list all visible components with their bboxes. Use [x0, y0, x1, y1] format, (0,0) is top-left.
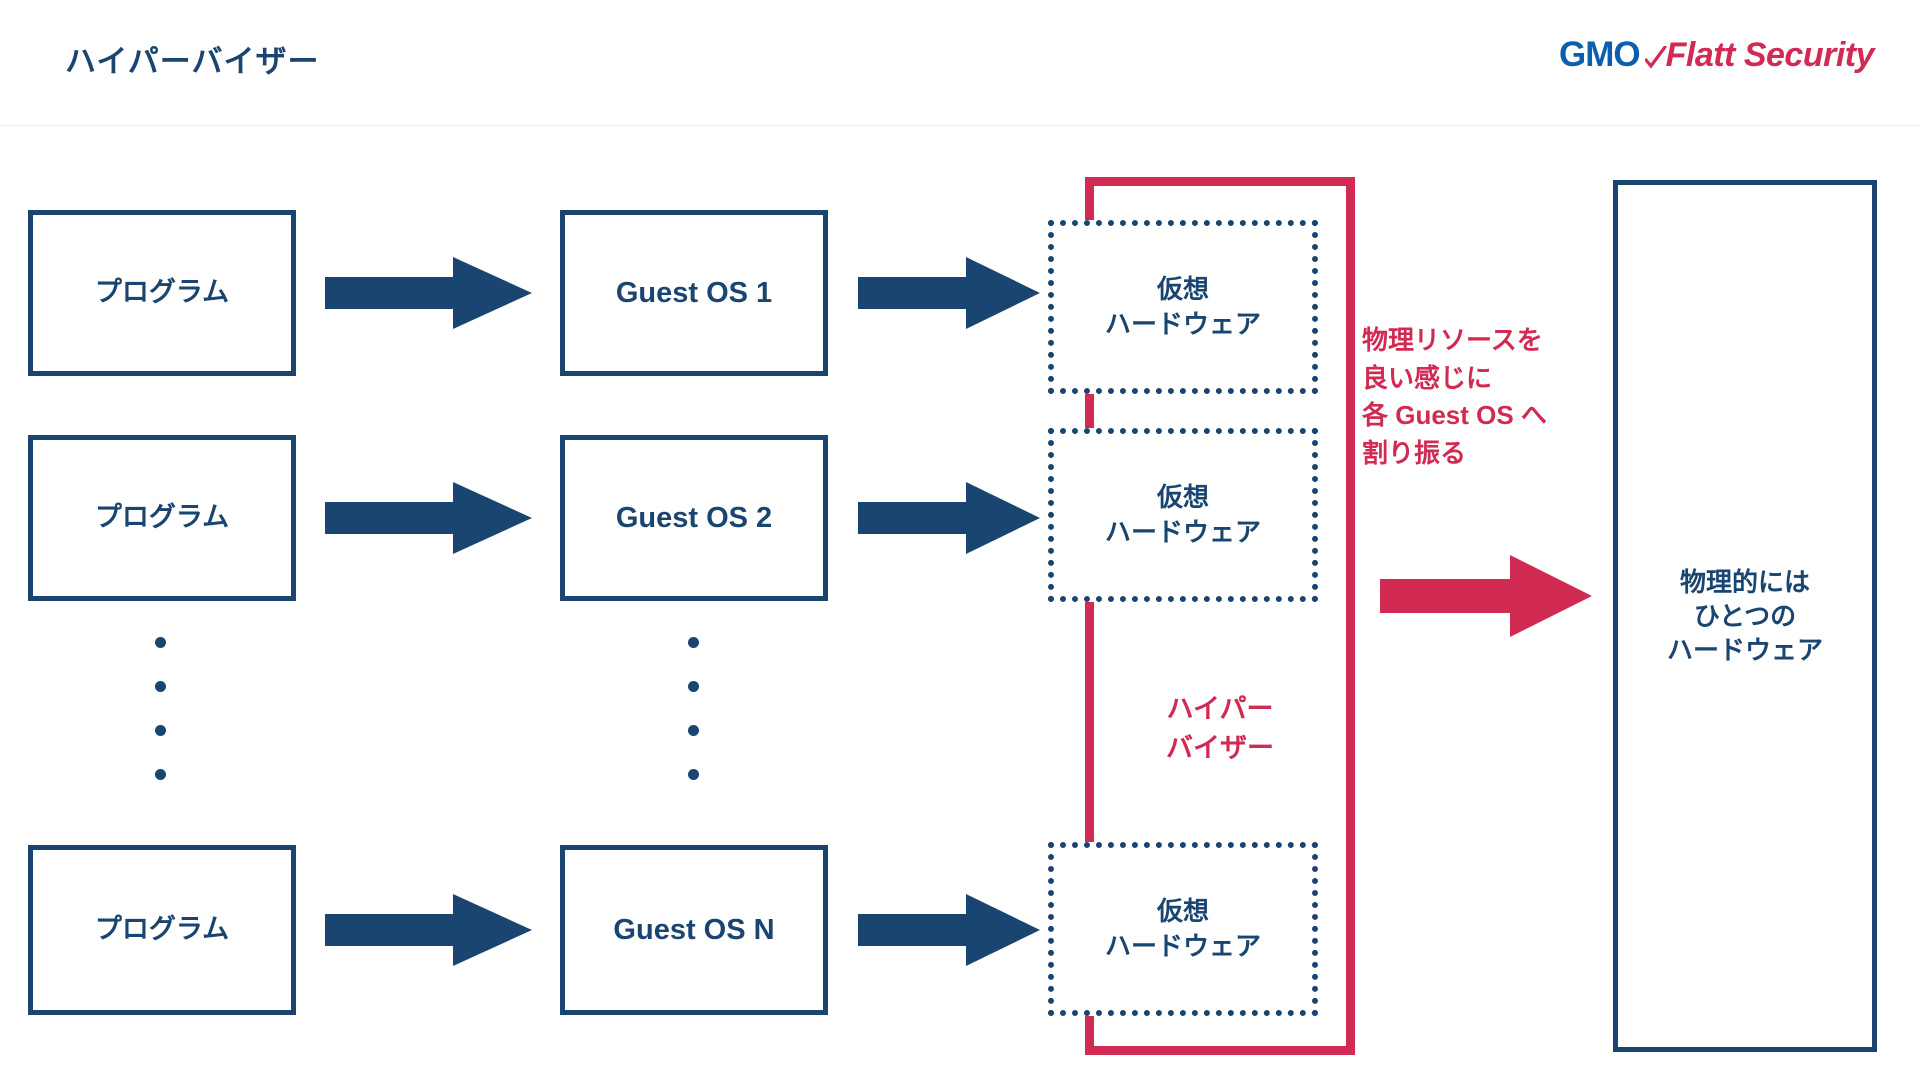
allocation-arrow-icon	[1380, 555, 1592, 637]
guest-os-box-label: Guest OS 2	[615, 501, 773, 534]
hypervisor-label: ハイパー バイザー	[1166, 694, 1274, 764]
ellipsis-dot	[155, 637, 166, 648]
virtual-hardware-box-3: 仮想 ハードウェア	[1048, 842, 1318, 1016]
vertical-ellipsis-icon-programs	[155, 637, 166, 780]
program-box-1: プログラム	[28, 210, 296, 376]
page-title: ハイパーバイザー	[65, 44, 320, 79]
program-box-2: プログラム	[28, 435, 296, 601]
guest-os-box-label: Guest OS N	[613, 913, 775, 946]
arrow-guest-to-vhw-1	[858, 257, 1040, 329]
virtual-hardware-box-1: 仮想 ハードウェア	[1048, 220, 1318, 394]
hypervisor-frame	[1085, 177, 1355, 1055]
virtual-hardware-box-label: 仮想 ハードウェア	[1104, 896, 1261, 961]
check-icon	[1644, 40, 1667, 70]
program-box-label: プログラム	[94, 502, 230, 533]
ellipsis-dot	[688, 725, 699, 736]
ellipsis-dot	[688, 769, 699, 780]
guest-os-box-label: Guest OS 1	[615, 276, 773, 309]
ellipsis-dot	[688, 681, 699, 692]
ellipsis-dot	[155, 681, 166, 692]
arrow-program-to-guest-2	[325, 482, 532, 554]
virtual-hardware-box-2: 仮想 ハードウェア	[1048, 428, 1318, 602]
ellipsis-dot	[155, 725, 166, 736]
gmo-flatt-security-logo: GMO Flatt Security	[1559, 33, 1875, 77]
program-box-label: プログラム	[94, 277, 230, 308]
arrow-program-to-guest-3	[325, 894, 532, 966]
header-divider	[0, 125, 1920, 126]
logo-gmo-text: GMO	[1559, 35, 1641, 74]
arrow-guest-to-vhw-3	[858, 894, 1040, 966]
vertical-ellipsis-icon-guest-os	[688, 637, 699, 780]
guest-os-box-2: Guest OS 2	[560, 435, 828, 601]
arrow-guest-to-vhw-2	[858, 482, 1040, 554]
virtual-hardware-box-label: 仮想 ハードウェア	[1104, 482, 1261, 547]
program-box-3: プログラム	[28, 845, 296, 1015]
ellipsis-dot	[155, 769, 166, 780]
program-box-label: プログラム	[94, 914, 230, 945]
physical-hardware-label: 物理的には ひとつの ハードウェア	[1666, 566, 1823, 666]
arrow-program-to-guest-1	[325, 257, 532, 329]
virtual-hardware-box-label: 仮想 ハードウェア	[1104, 274, 1261, 339]
allocation-note: 物理リソースを 良い感じに 各 Guest OS へ 割り振る	[1362, 325, 1547, 469]
guest-os-box-3: Guest OS N	[560, 845, 828, 1015]
ellipsis-dot	[688, 637, 699, 648]
slide-header: ハイパーバイザー GMO Flatt Security	[0, 0, 1920, 126]
guest-os-box-1: Guest OS 1	[560, 210, 828, 376]
physical-hardware-box: 物理的には ひとつの ハードウェア	[1613, 180, 1877, 1052]
logo-brand-text: Flatt Security	[1665, 35, 1875, 74]
